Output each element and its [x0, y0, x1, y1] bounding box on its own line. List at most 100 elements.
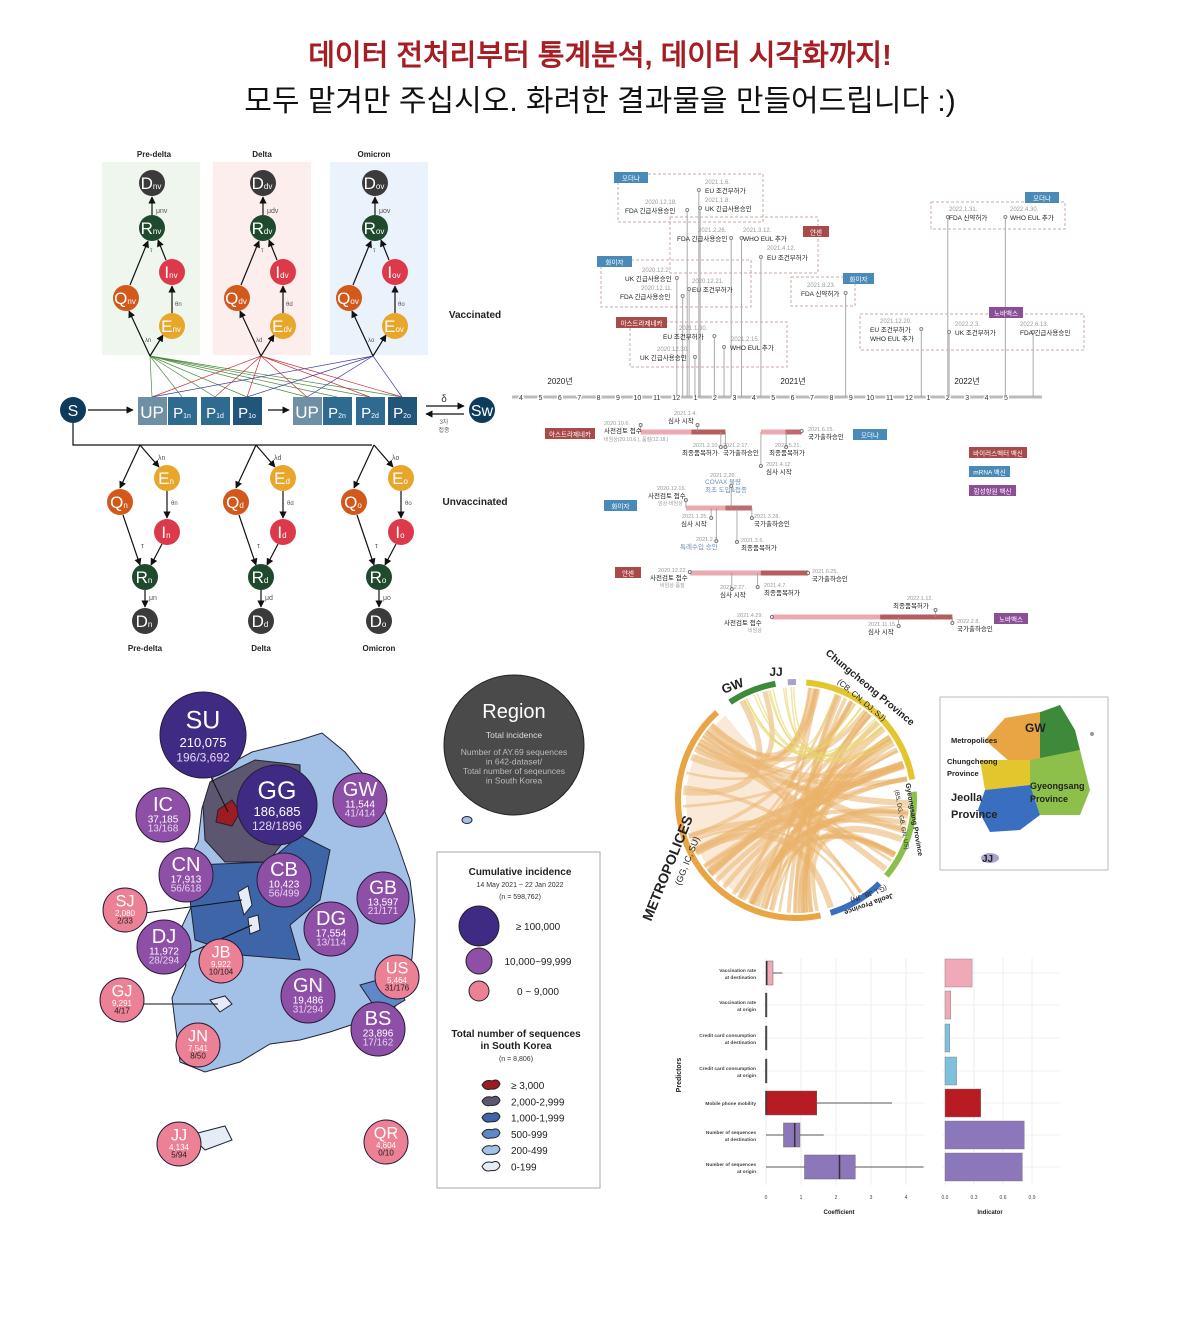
node-Iov-label: Iov — [387, 263, 400, 282]
node-subscript: o — [357, 501, 362, 510]
node-Rn-label: Rn — [136, 568, 153, 587]
node-Dn: Dn — [132, 608, 158, 634]
stage-box-label: P2n — [328, 405, 346, 422]
transmission-line — [149, 355, 153, 398]
box-subscript: 2o — [403, 413, 411, 420]
node-Eo: Eo — [388, 465, 414, 491]
event-date: 2021.4.12. — [767, 246, 796, 252]
arrow — [239, 310, 262, 357]
event-date: 2022.2.3. — [955, 322, 980, 328]
node-letter: D — [252, 612, 264, 631]
inset-label: Metropolices — [951, 736, 997, 745]
sequence-legend-swatch — [481, 1161, 501, 1172]
variant-label: Omicron — [363, 644, 396, 653]
event-marker — [843, 291, 848, 295]
x-tick-label: 0.0 — [942, 1195, 949, 1201]
event-marker — [950, 621, 955, 625]
transmission-line — [149, 355, 403, 398]
node-subscript: nv — [172, 325, 180, 334]
region-incidence: 11,972 — [149, 947, 179, 958]
node-letter: R — [252, 568, 264, 587]
node-Qnv: Qnv — [113, 285, 139, 311]
node-subscript: d — [282, 531, 286, 540]
month-tick-label: 4 — [519, 395, 523, 402]
korea-region-inset-map: MetropolicesGWChungcheongProvinceGyeongs… — [939, 696, 1109, 871]
node-Qnv-circle — [113, 285, 139, 311]
node-Inv: Inv — [159, 259, 185, 285]
vaccine-tag — [843, 273, 874, 284]
chord-link — [683, 785, 863, 894]
stage-box-rect — [323, 397, 352, 425]
node-subscript: nv — [153, 227, 161, 236]
transmission-line — [149, 355, 183, 398]
event-marker — [695, 423, 700, 427]
event-marker — [712, 334, 717, 338]
stage-box-label: P1o — [238, 405, 256, 422]
iqr-box — [765, 1090, 817, 1116]
node-Qov-label: Qov — [337, 289, 359, 308]
region-ratio: 31/294 — [293, 1005, 324, 1016]
bubble-circle — [280, 968, 336, 1024]
arrow — [372, 334, 387, 357]
node-Edv-label: Edv — [272, 317, 292, 336]
node-letter: I — [161, 523, 166, 542]
bubble-circle — [303, 901, 359, 957]
node-Qov: Qov — [336, 285, 362, 311]
node-Rnv-circle — [139, 215, 165, 241]
key-line: Number of AY.69 sequences — [461, 747, 567, 757]
chord-link — [690, 688, 821, 773]
tau-label: τ — [257, 543, 260, 550]
legend-subtitle: 14 May 2021 ~ 22 Jan 2022 — [477, 882, 564, 889]
year-label: 2022년 — [954, 376, 979, 386]
box-letter: P — [206, 405, 216, 422]
event-date: 2021.4.7. — [764, 583, 787, 589]
region-ratio: 13/168 — [148, 824, 179, 835]
event-marker — [687, 570, 692, 574]
bubble-circle — [356, 871, 410, 925]
chord-link — [790, 687, 837, 746]
tau-label: τ — [261, 248, 264, 254]
node-Qdv: Qdv — [224, 285, 250, 311]
event-label: 최초 도입&접종 — [705, 485, 747, 494]
arrow — [238, 514, 258, 566]
arrow — [235, 444, 257, 489]
month-tick-label: 5 — [771, 395, 775, 402]
arrow — [119, 444, 141, 489]
incidence-legend-label: ≥ 100,000 — [516, 922, 561, 933]
stage-box-UP: UP — [293, 397, 322, 425]
node-letter: D — [364, 174, 376, 193]
track-bar — [689, 570, 809, 576]
coefficient-box-6 — [766, 1154, 924, 1180]
chord-link — [805, 697, 848, 913]
key-circle — [443, 674, 585, 816]
event-marker — [749, 516, 754, 520]
node-subscript: dv — [238, 297, 246, 306]
approval-box — [930, 201, 1066, 230]
month-tick-label: 7 — [577, 395, 581, 402]
month-tick-label: 12 — [672, 395, 680, 402]
region-code: JB — [211, 944, 230, 962]
category-label: Credit card consumption — [699, 1033, 756, 1039]
node-Ed: Ed — [270, 465, 296, 491]
box-letter: P — [328, 405, 338, 422]
event-marker — [784, 445, 789, 449]
node-letter: D — [252, 174, 264, 193]
arrow — [150, 543, 163, 566]
region-incidence: 186,685 — [254, 804, 301, 819]
stage-box-rect — [233, 397, 262, 425]
legend-subtitle: (n = 8,806) — [499, 1056, 533, 1063]
node-subscript: dv — [283, 325, 291, 334]
waned-node-circle — [469, 397, 495, 423]
event-marker — [919, 327, 924, 331]
event-label: COVAX 물량 — [705, 478, 741, 486]
x-axis-title: Coefficient — [823, 1210, 854, 1216]
legend-title: Cumulative incidence — [469, 867, 572, 878]
event-label: 최종품목허가 — [764, 588, 800, 597]
chord-link — [701, 735, 893, 862]
event-note: 임상·비임상 — [658, 500, 683, 507]
